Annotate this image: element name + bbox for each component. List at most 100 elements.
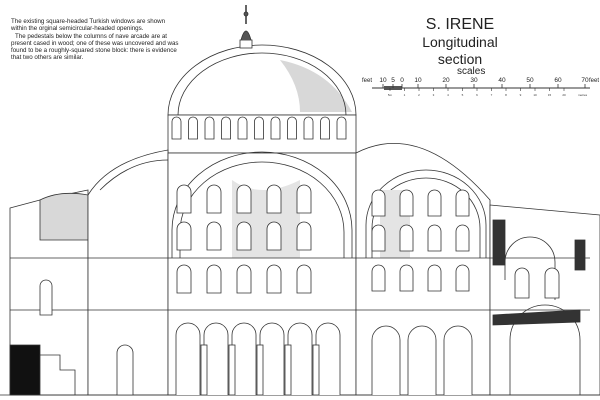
apse-floor bbox=[492, 309, 581, 326]
column bbox=[284, 344, 292, 396]
arched-window bbox=[266, 184, 282, 214]
arcade-arch bbox=[287, 322, 313, 395]
note-paragraph-2: The pedestals below the columns of nave … bbox=[11, 32, 179, 62]
arched-window bbox=[206, 221, 222, 251]
feet-tick-label: 5 bbox=[391, 77, 395, 84]
arched-window bbox=[296, 184, 312, 214]
feet-tick-label: 40 bbox=[498, 77, 506, 84]
feet-tick-label: 0 bbox=[400, 77, 404, 84]
metre-tick-label: 4 bbox=[447, 93, 449, 97]
arched-window bbox=[171, 116, 182, 140]
arcade-arch bbox=[175, 322, 201, 395]
arched-window bbox=[176, 184, 192, 214]
arched-window bbox=[176, 221, 192, 251]
foundation-block bbox=[9, 344, 41, 396]
arched-window bbox=[266, 264, 282, 294]
arched-window bbox=[116, 344, 134, 396]
arched-window bbox=[266, 221, 282, 251]
metres-unit-label: metres bbox=[578, 93, 588, 97]
apse-pier bbox=[492, 219, 506, 266]
metre-tick-label: 10 bbox=[533, 93, 537, 97]
arched-window bbox=[514, 267, 530, 299]
arcade-arch bbox=[259, 322, 285, 395]
metre-tick-label: 5 bbox=[462, 93, 464, 97]
arched-window bbox=[544, 267, 560, 299]
feet-unit-label: feet bbox=[362, 78, 372, 84]
metre-tick-label: 9 bbox=[520, 93, 522, 97]
apse-pier-2 bbox=[574, 239, 586, 271]
arched-window bbox=[371, 224, 386, 252]
arched-window bbox=[296, 221, 312, 251]
arched-window bbox=[427, 224, 442, 252]
arched-window bbox=[188, 116, 198, 140]
cupola-base bbox=[239, 39, 253, 49]
cupola-cap bbox=[240, 30, 252, 41]
arched-window bbox=[176, 264, 192, 294]
feet-tick-label: 10 bbox=[414, 77, 422, 84]
drum-windows bbox=[171, 116, 347, 140]
title-subtitle: Longitudinal section bbox=[422, 34, 498, 67]
arched-window bbox=[287, 116, 297, 140]
column bbox=[200, 344, 208, 396]
arched-window bbox=[399, 224, 414, 252]
gallery-arch bbox=[504, 236, 556, 300]
drawing-title: S. IRENE Longitudinal section bbox=[400, 16, 520, 68]
arched-window bbox=[455, 189, 470, 217]
arcade-arch bbox=[231, 322, 257, 395]
windows bbox=[39, 184, 560, 396]
arched-window bbox=[320, 116, 330, 140]
metre-tick-label: 20 bbox=[562, 93, 566, 97]
arched-window bbox=[236, 221, 252, 251]
arched-window bbox=[427, 189, 442, 217]
arcade-arch bbox=[315, 322, 341, 395]
arched-window bbox=[371, 264, 386, 292]
apse-arch bbox=[509, 304, 581, 395]
metre-tick-label: 8 bbox=[505, 93, 507, 97]
metre-tick-label: 1 bbox=[404, 93, 406, 97]
arched-window bbox=[455, 224, 470, 252]
arched-window bbox=[206, 264, 222, 294]
apse-section bbox=[489, 204, 600, 396]
arched-window bbox=[399, 189, 414, 217]
arched-window bbox=[399, 264, 414, 292]
metre-tick-label: 2 bbox=[418, 93, 420, 97]
arched-window bbox=[427, 264, 442, 292]
arched-window bbox=[206, 184, 222, 214]
metre-tick-label: 3 bbox=[433, 93, 435, 97]
arched-window bbox=[204, 116, 215, 140]
arched-window bbox=[39, 279, 53, 316]
column bbox=[256, 344, 264, 396]
metre-tick-label: 7 bbox=[491, 93, 493, 97]
arched-window bbox=[371, 189, 386, 217]
arched-window bbox=[221, 116, 231, 140]
column bbox=[312, 344, 320, 396]
feet-unit-label: feet bbox=[589, 78, 599, 84]
title-name: S. IRENE bbox=[425, 16, 495, 33]
arcade-arch bbox=[371, 325, 401, 395]
arched-window bbox=[236, 264, 252, 294]
west-vault bbox=[39, 192, 89, 241]
building bbox=[0, 5, 600, 396]
feet-tick-label: 30 bbox=[470, 77, 478, 84]
arched-window bbox=[236, 184, 252, 214]
dome-inner-line bbox=[177, 52, 347, 116]
arched-window bbox=[336, 116, 347, 140]
arcade-arch bbox=[407, 325, 437, 395]
feet-tick-label: 10 bbox=[379, 77, 387, 84]
feet-tick-label: 60 bbox=[554, 77, 562, 84]
column bbox=[228, 344, 236, 396]
arched-window bbox=[455, 264, 470, 292]
arcade-arch bbox=[203, 322, 229, 395]
arched-window bbox=[270, 116, 281, 140]
arched-window bbox=[237, 116, 248, 140]
cupola-knob bbox=[243, 11, 249, 17]
scales-label: scales bbox=[457, 66, 486, 77]
arched-window bbox=[254, 116, 264, 140]
feet-tick-label: 50 bbox=[526, 77, 534, 84]
arcade-columns bbox=[175, 322, 473, 396]
dome-shade bbox=[280, 60, 352, 112]
explanatory-note: The existing square-headed Turkish windo… bbox=[11, 18, 181, 62]
feet-tick-label: 20 bbox=[442, 77, 450, 84]
